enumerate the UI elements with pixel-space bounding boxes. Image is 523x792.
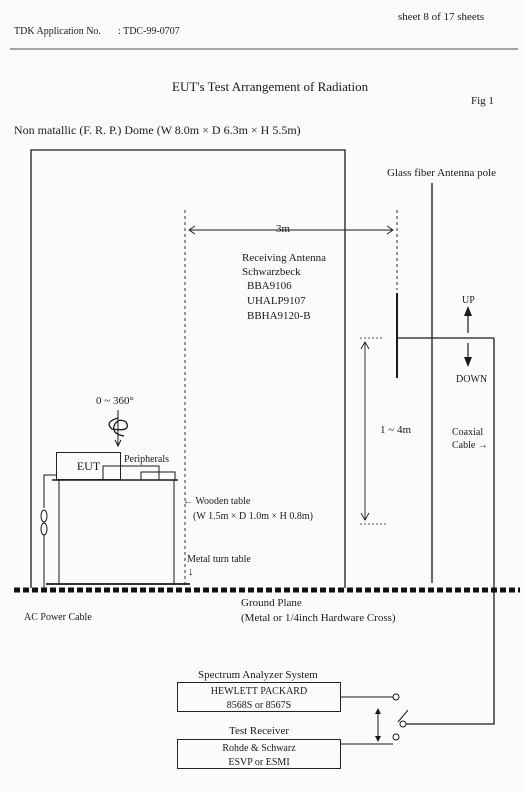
dome-outline <box>30 149 346 588</box>
metal-turn-table-label: Metal turn table <box>187 554 251 565</box>
application-label: TDK Application No. <box>14 26 101 37</box>
spectrum-analyzer-line1: HEWLETT PACKARD <box>210 686 308 697</box>
peripherals-label: Peripherals <box>124 454 169 465</box>
antenna-model: BBA9106 <box>247 280 292 292</box>
ground-plane-label: Ground Plane <box>241 597 302 609</box>
figure-label: Fig 1 <box>471 95 494 107</box>
application-number: : TDC-99-0707 <box>118 26 180 37</box>
rotation-label: 0 ~ 360° <box>96 395 134 407</box>
coaxial-cable-label: Cable → <box>452 440 488 451</box>
antenna-model: BBHA9120-B <box>247 310 311 322</box>
test-receiver-line1: Rohde & Schwarz <box>222 743 296 754</box>
wooden-table-label: ← Wooden table <box>183 496 251 507</box>
test-receiver-title: Test Receiver <box>229 725 290 737</box>
antenna-pole-label: Glass fiber Antenna pole <box>387 167 497 179</box>
spectrum-analyzer-box: HEWLETT PACKARD 8568S or 8567S <box>177 682 341 712</box>
up-label: UP <box>462 295 475 306</box>
eut-box: EUT <box>56 452 121 480</box>
receiving-antenna-maker: Schwarzbeck <box>242 266 301 278</box>
receiving-antenna-title: Receiving Antenna <box>242 252 327 264</box>
antenna-model: UHALP9107 <box>247 295 306 307</box>
peripheral-small <box>140 471 176 481</box>
distance-label: 3m <box>276 223 291 235</box>
sheet-number: sheet 8 of 17 sheets <box>398 11 485 23</box>
ac-power-cable-line <box>43 474 57 508</box>
wooden-table-dims: (W 1.5m × D 1.0m × H 0.8m) <box>193 511 313 522</box>
down-label: DOWN <box>456 374 488 385</box>
ground-plane-sub: (Metal or 1/4inch Hardware Cross) <box>241 612 396 624</box>
coaxial-cable-line <box>405 338 495 725</box>
rotation-spiral <box>108 417 129 437</box>
diagram-title: EUT's Test Arrangement of Radiation <box>172 79 369 94</box>
peripherals-box <box>102 465 160 481</box>
spectrum-analyzer-title: Spectrum Analyzer System <box>198 669 318 681</box>
test-receiver-box: Rohde & Schwarz ESVP or ESMI <box>177 739 341 769</box>
metal-turn-table-arrow: ↓ <box>188 566 194 578</box>
spectrum-analyzer-line2: 8568S or 8567S <box>226 700 292 711</box>
ac-power-cable-label: AC Power Cable <box>24 612 92 623</box>
eut-label: EUT <box>76 459 101 473</box>
height-range-label: 1 ~ 4m <box>380 424 412 436</box>
test-receiver-line2: ESVP or ESMI <box>228 757 290 768</box>
dome-description: Non matallic (F. R. P.) Dome (W 8.0m × D… <box>14 123 301 137</box>
coaxial-cable-label: Coaxial <box>452 427 484 438</box>
